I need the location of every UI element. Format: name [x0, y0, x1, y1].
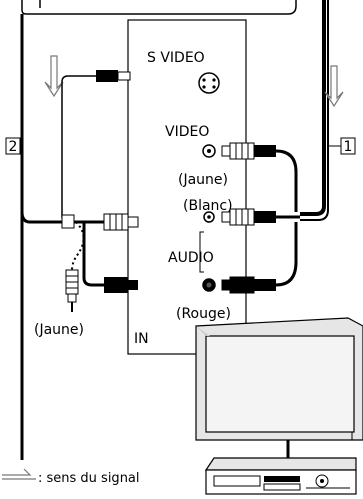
red-color-label: (Rouge): [176, 306, 231, 322]
open-arrow-icon: [2, 468, 36, 480]
yellow-plug-label: (Jaune): [34, 322, 84, 338]
video-plug: [221, 142, 298, 212]
svg-text:1: 1: [344, 139, 353, 155]
left-white-plug: [103, 213, 139, 231]
audio-white-jack: [203, 211, 215, 223]
audio-red-jack: [202, 278, 216, 292]
audio-bracket: [199, 231, 204, 273]
white-color-label: (Blanc): [183, 198, 233, 214]
av-input-panel: [127, 19, 247, 355]
callout-box-2: 2: [5, 137, 22, 155]
television-icon: [195, 317, 363, 462]
left-black-plug: [104, 277, 138, 293]
dotted-lead: [71, 221, 85, 271]
right-cable: [300, 0, 329, 221]
legend-label: : sens du signal: [38, 471, 140, 486]
callout-box-1: 1: [329, 137, 356, 155]
rca-plug-icon: [65, 269, 79, 312]
legend: : sens du signal: [2, 468, 140, 486]
s-video-label: S VIDEO: [147, 50, 205, 66]
audio-white-plug: [221, 208, 300, 226]
audio-label: AUDIO: [168, 250, 214, 266]
top-cable-bundle: [21, 0, 297, 15]
video-label: VIDEO: [165, 124, 209, 140]
signal-arrow-left: [44, 55, 64, 98]
y-split-connector: [61, 214, 75, 229]
video-color-label: (Jaune): [178, 172, 228, 188]
s-video-jack-icon: [198, 72, 220, 94]
s-video-plug: [61, 70, 131, 218]
video-jack: [202, 144, 216, 158]
svg-text:2: 2: [9, 139, 18, 155]
audio-red-plug: [221, 222, 298, 294]
vcr-icon: [204, 457, 357, 495]
signal-arrow-right: [324, 65, 344, 108]
in-label: IN: [134, 331, 149, 347]
left-cable: [20, 14, 60, 460]
